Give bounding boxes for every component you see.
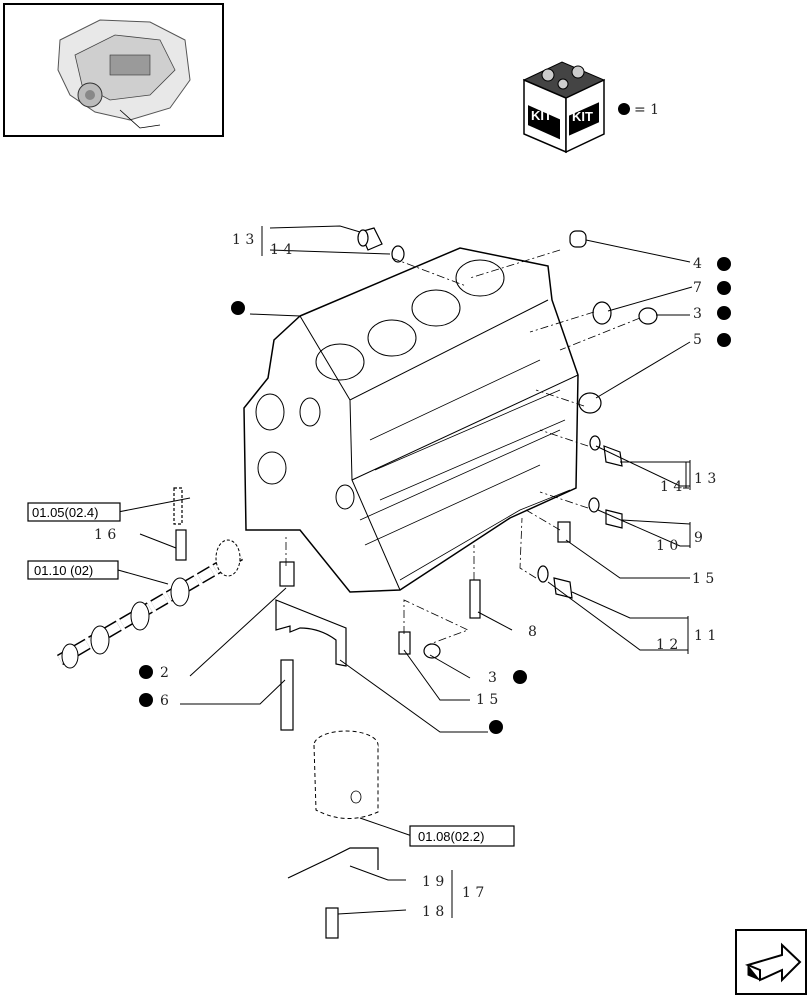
bolt-16	[175, 529, 187, 561]
dowel-15-right	[557, 521, 571, 543]
callout-14-right: 1 4	[660, 479, 682, 495]
next-page-arrow-icon[interactable]	[735, 929, 807, 995]
callout-9: 9	[694, 530, 703, 546]
callout-7: 7	[693, 280, 702, 296]
callout-12: 1 2	[656, 637, 678, 653]
callout-5: 5	[693, 332, 702, 348]
washer-10	[588, 497, 600, 513]
washer-12	[537, 565, 549, 583]
kit-dot-icon	[717, 306, 731, 320]
bolt-18	[325, 907, 339, 939]
bolt-6	[280, 659, 294, 731]
callout-15-bottom: 1 5	[476, 692, 498, 708]
callout-14-top: 1 4	[270, 242, 292, 258]
kit-equals-label: = 1	[634, 102, 659, 118]
reference-box-0108[interactable]: 01.08(02.2)	[409, 825, 515, 847]
plug-3-right	[638, 307, 658, 325]
callout-19: 1 9	[422, 874, 444, 890]
callout-3-bottom: 3	[488, 670, 497, 686]
dowel-15-bottom	[398, 631, 411, 655]
callout-15-right: 1 5	[692, 571, 714, 587]
plug-5	[578, 392, 602, 414]
kit-dot-icon	[231, 301, 245, 315]
plug-4	[569, 230, 587, 248]
kit-dot-icon	[717, 257, 731, 271]
washer-14-right	[589, 435, 601, 451]
bearing-cap	[275, 599, 347, 667]
piston-illustration	[313, 730, 379, 820]
callout-18: 1 8	[422, 904, 444, 920]
plug-13-right	[603, 445, 623, 467]
callout-10: 1 0	[656, 538, 678, 554]
callout-3-right: 3	[693, 306, 702, 322]
washer-14-top	[391, 245, 405, 263]
reference-0105-label: 01.05(02.4)	[32, 505, 99, 520]
plug-13-top	[357, 227, 383, 251]
callout-11: 1 1	[694, 628, 716, 644]
bolt-8	[469, 579, 481, 619]
kit-left-label: KIT	[531, 108, 552, 123]
camshaft-illustration	[56, 539, 244, 669]
kit-dot-icon	[513, 670, 527, 684]
kit-dot-icon	[717, 333, 731, 347]
kit-dot-icon	[139, 693, 153, 707]
reference-0110-label: 01.10 (02)	[34, 563, 93, 578]
callout-6: 6	[160, 693, 169, 709]
kit-dot-icon	[139, 665, 153, 679]
plug-11	[553, 577, 573, 599]
callout-17: 1 7	[462, 885, 484, 901]
plug-9	[605, 509, 623, 529]
engine-block-illustration	[243, 247, 579, 593]
callout-13-top: 1 3	[232, 232, 254, 248]
callout-4: 4	[693, 256, 702, 272]
seal-7	[592, 301, 612, 325]
callout-8: 8	[528, 624, 537, 640]
dowel-2	[279, 561, 295, 587]
callout-16: 1 6	[94, 527, 116, 543]
part-0105	[173, 487, 183, 525]
callout-13-right: 1 3	[694, 471, 716, 487]
plug-3-bottom	[423, 643, 441, 659]
engine-thumbnail-icon[interactable]	[3, 3, 224, 137]
reference-0108-label: 01.08(02.2)	[418, 829, 485, 844]
kit-dot-icon	[618, 103, 630, 115]
reference-box-0105[interactable]: 01.05(02.4)	[27, 502, 121, 522]
nozzle-19	[287, 847, 379, 879]
kit-box-icon: KIT KIT	[522, 61, 606, 154]
kit-dot-icon	[489, 720, 503, 734]
kit-right-label: KIT	[572, 109, 593, 124]
kit-dot-icon	[717, 281, 731, 295]
reference-box-0110[interactable]: 01.10 (02)	[27, 560, 119, 580]
callout-2: 2	[160, 665, 169, 681]
